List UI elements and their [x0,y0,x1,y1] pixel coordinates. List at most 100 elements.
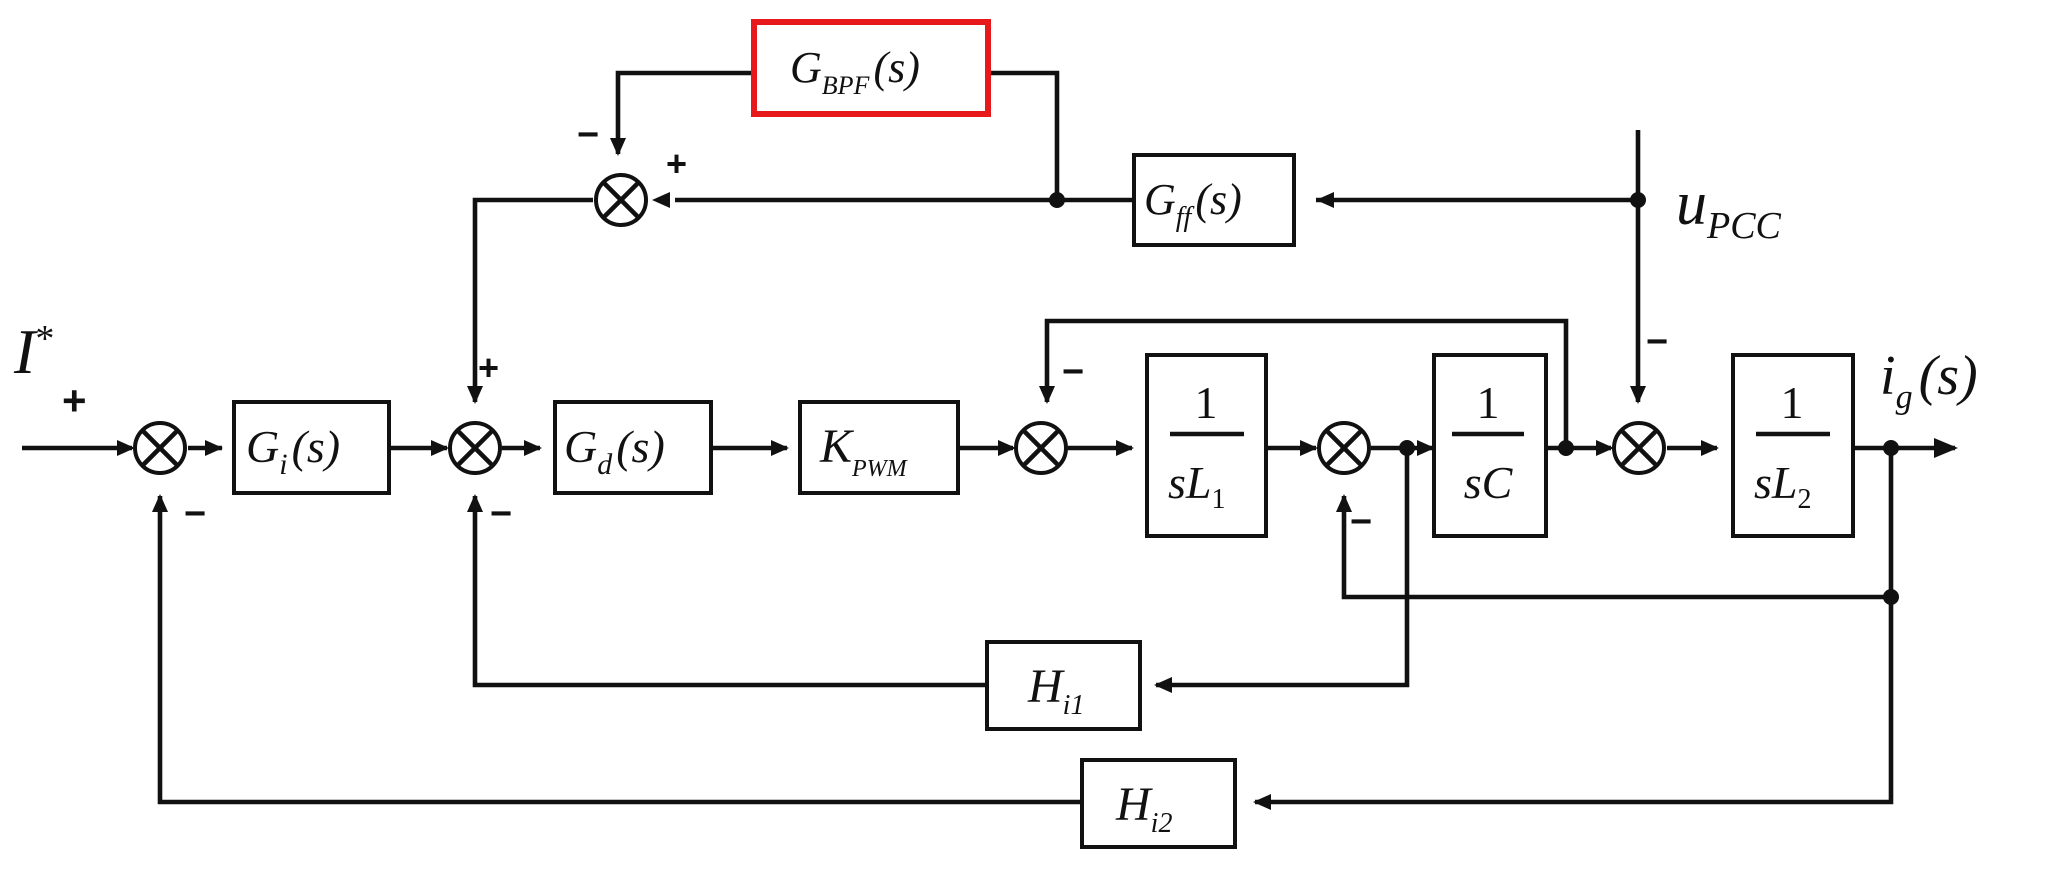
arrow-into-sum5 [1596,440,1614,456]
junction-signs: − + + − + − − − − [62,114,1668,543]
junction-ig-tap [1883,440,1899,456]
sign-sum3-minus: − [1062,351,1084,393]
wire-to-bpf [988,70,1060,200]
block-gd: Gd(s) [553,400,713,495]
l1-denominator: sL [1168,457,1211,508]
sum-junction-2 [448,421,502,475]
gd-sub: d [597,448,613,481]
sum-junction-0 [594,173,648,227]
sum-junction-4 [1317,421,1371,475]
signal-labels: I* uPCC ig(s) [13,170,1978,416]
gd-main: G [564,421,597,472]
l2-denominator: sL [1754,457,1797,508]
block-gi: Gi(s) [232,400,391,495]
gi-arg: (s) [292,421,341,472]
block-l1: 1 sL1 [1145,353,1268,538]
arrow-upcc-into-sum5 [1630,386,1646,404]
l1-numerator: 1 [1195,377,1218,428]
reference-main: I [13,316,38,387]
arrow-into-gi [205,440,223,456]
summing-junctions [133,173,1666,475]
svg-text:GBPF(s): GBPF(s) [790,43,920,100]
arrow-sum0-into-sum2 [467,386,483,404]
l2-numerator: 1 [1781,377,1804,428]
junction-ig-split [1883,589,1899,605]
bpf-main: G [790,43,822,92]
svg-text:I*: I* [13,316,54,387]
block-hi1: Hi1 [985,640,1142,731]
svg-text:sL1: sL1 [1168,457,1225,515]
block-kpwm: KPWM [798,400,960,495]
reference-sup: * [35,318,54,360]
sign-sum0-minus: − [577,114,599,156]
arrow-into-sum4 [1300,440,1318,456]
svg-text:Gff(s): Gff(s) [1144,175,1242,233]
arrow-into-c [1417,440,1435,456]
wire-ig-to-sum4 [1341,448,1894,600]
svg-text:uPCC: uPCC [1676,170,1782,247]
bpf-arg: (s) [873,43,919,92]
svg-text:sL2: sL2 [1754,457,1811,515]
junction-uc-tap [1558,440,1574,456]
gd-arg: (s) [616,421,665,472]
svg-text:Gi(s): Gi(s) [246,421,340,481]
sign-sum2-minus: − [490,493,512,535]
hi1-main: H [1027,660,1065,713]
junction-bpf-tap [1049,192,1065,208]
block-hi2: Hi2 [1080,758,1237,849]
sign-sum4-minus: − [1350,501,1372,543]
svg-text:Gd(s): Gd(s) [564,421,665,481]
arrow-into-sum0 [652,192,670,208]
wire-uc-feedback [1044,318,1569,448]
arrow-into-hi2 [1253,794,1271,810]
signal-wires [22,70,1955,805]
sign-sum5-minus: − [1646,321,1668,363]
block-l2: 1 sL2 [1731,353,1855,538]
bpf-sub: BPF [822,71,871,100]
c-numerator: 1 [1477,377,1500,428]
sum-junction-5 [1612,421,1666,475]
arrow-into-hi1 [1154,677,1172,693]
arrow-bpf-into-sum0 [610,138,626,156]
arrow-into-gd [524,440,542,456]
wire-hi1-to-sum2 [472,496,987,688]
arrow-into-l2 [1701,440,1719,456]
sum-junction-1 [133,421,187,475]
gff-main: G [1144,175,1176,224]
output-sub: g [1896,379,1913,416]
gff-sub: ff [1176,202,1195,233]
wire-bpf-to-sum0 [615,70,754,154]
arrow-uc-into-sum3 [1039,386,1055,404]
arrow-into-sum3 [998,440,1016,456]
svg-text:ig(s): ig(s) [1880,345,1978,416]
wire-hi2-to-sum1 [157,496,1082,805]
voltage-sub: PCC [1706,205,1782,247]
arrow-into-gff [1316,192,1334,208]
sign-sum2-plus: + [478,347,499,388]
gi-sub: i [279,448,287,481]
sign-sum1-minus: − [184,493,206,535]
hi1-sub: i1 [1063,690,1085,721]
l1-sub: 1 [1211,484,1225,515]
kpwm-sub: PWM [851,456,909,482]
junction-dots [1049,192,1899,605]
arrow-into-sum1 [117,440,135,456]
junction-ic-tap [1399,440,1415,456]
hi2-sub: i2 [1151,808,1173,839]
voltage-main: u [1676,170,1707,238]
arrow-output [1934,438,1958,458]
block-c: 1 sC [1432,353,1548,538]
junction-upcc-tap [1630,192,1646,208]
arrow-into-kpwm [771,440,789,456]
arrow-hi1-into-sum2 [467,494,483,512]
arrow-into-l1 [1116,440,1134,456]
block-bpf: GBPF(s) [751,19,991,117]
sum-junction-3 [1014,421,1068,475]
kpwm-main: K [819,420,855,473]
output-main: i [1880,345,1896,407]
c-denominator: sC [1464,457,1514,508]
gff-arg: (s) [1195,175,1241,224]
arrow-into-sum2 [431,440,449,456]
